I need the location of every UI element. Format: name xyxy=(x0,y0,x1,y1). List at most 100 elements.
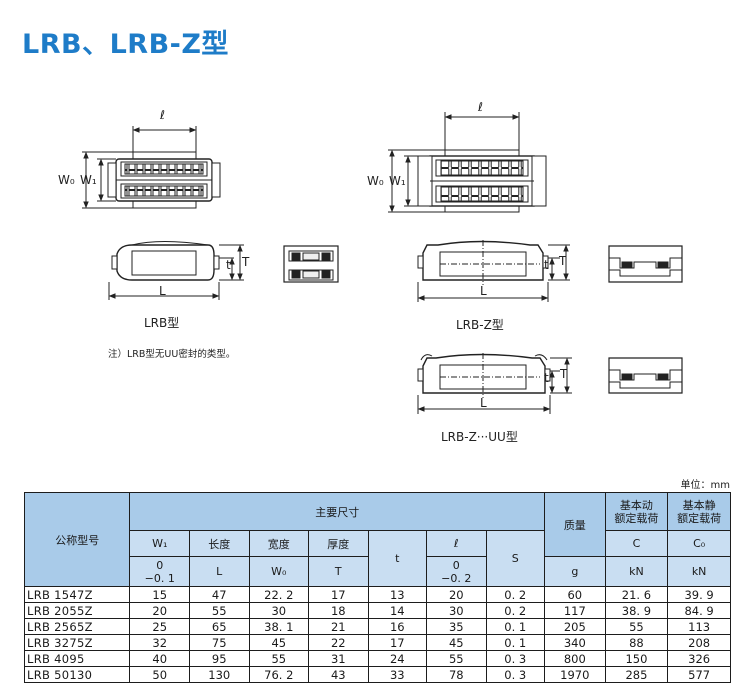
header-mass-unit: g xyxy=(544,556,606,587)
table-cell: 25 xyxy=(129,618,190,635)
header-length-sym: L xyxy=(188,556,250,587)
model-cell: LRB 3275Z xyxy=(23,634,131,651)
table-cell: 14 xyxy=(367,602,428,619)
table-cell: 17 xyxy=(367,634,428,651)
table-cell: 0. 3 xyxy=(485,666,546,683)
header-model: 公称型号 xyxy=(23,492,131,587)
table-cell: 13 xyxy=(367,586,428,603)
model-cell: LRB 4095 xyxy=(23,650,131,667)
table-cell: 40 xyxy=(129,650,190,667)
table-cell: 55 xyxy=(604,618,669,635)
lrb-end-view xyxy=(283,245,339,283)
dim-label-T-z: T xyxy=(559,254,567,268)
table-cell: 47 xyxy=(188,586,250,603)
dim-label-w1: W₁ xyxy=(80,173,97,187)
table-cell: 20 xyxy=(426,586,487,603)
table-cell: 17 xyxy=(308,586,369,603)
header-l: ℓ xyxy=(426,530,487,557)
header-l-tol: 0−0. 2 xyxy=(426,556,487,587)
header-dyn-rating: 基本动额定载荷 xyxy=(604,492,669,531)
lrbz-top-view xyxy=(388,112,547,213)
header-thickness-sym: T xyxy=(308,556,369,587)
lrbzuu-end-view xyxy=(608,357,683,394)
table-cell: 22 xyxy=(308,634,369,651)
table-cell: 38. 9 xyxy=(604,602,669,619)
table-cell: 75 xyxy=(188,634,250,651)
dim-label-t-zuu: t xyxy=(544,371,549,385)
table-cell: 205 xyxy=(544,618,606,635)
dim-label-L-zuu: L xyxy=(480,396,487,410)
header-c0: C₀ xyxy=(667,530,731,557)
table-cell: 84. 9 xyxy=(667,602,731,619)
table-cell: 326 xyxy=(667,650,731,667)
header-static-rating: 基本静额定载荷 xyxy=(667,492,731,531)
table-cell: 0. 3 xyxy=(485,650,546,667)
table-cell: 55 xyxy=(188,602,250,619)
dim-label-l: ℓ xyxy=(160,108,165,122)
table-cell: 39. 9 xyxy=(667,586,731,603)
table-cell: 285 xyxy=(604,666,669,683)
technical-drawings xyxy=(82,112,683,414)
table-cell: 76. 2 xyxy=(248,666,310,683)
table-cell: 95 xyxy=(188,650,250,667)
dim-label-w0: W₀ xyxy=(58,173,75,187)
table-cell: 130 xyxy=(188,666,250,683)
table-cell: 117 xyxy=(544,602,606,619)
header-main-dims: 主要尺寸 xyxy=(129,492,546,531)
table-cell: 65 xyxy=(188,618,250,635)
table-cell: 35 xyxy=(426,618,487,635)
header-c: C xyxy=(604,530,669,557)
dim-label-T: T xyxy=(242,255,250,269)
dim-label-t: t xyxy=(226,258,231,272)
table-cell: 78 xyxy=(426,666,487,683)
caption-lrb: LRB型 xyxy=(144,316,180,330)
table-cell: 45 xyxy=(426,634,487,651)
model-cell: LRB 1547Z xyxy=(23,586,131,603)
table-cell: 113 xyxy=(667,618,731,635)
dim-label-t-z: t xyxy=(544,258,549,272)
table-cell: 150 xyxy=(604,650,669,667)
lrb-top-view xyxy=(82,126,221,209)
header-t: t xyxy=(367,530,428,587)
table-cell: 32 xyxy=(129,634,190,651)
dim-label-T-zuu: T xyxy=(560,367,568,381)
table-cell: 60 xyxy=(544,586,606,603)
page-title: LRB、LRB-Z型 xyxy=(22,29,229,60)
table-cell: 15 xyxy=(129,586,190,603)
table-cell: 55 xyxy=(426,650,487,667)
table-cell: 55 xyxy=(248,650,310,667)
dim-label-w0-z: W₀ xyxy=(367,174,384,188)
table-cell: 45 xyxy=(248,634,310,651)
dim-label-w1-z: W₁ xyxy=(389,174,406,188)
table-cell: 0. 1 xyxy=(485,634,546,651)
header-width: 宽度 xyxy=(248,530,310,557)
table-cell: 16 xyxy=(367,618,428,635)
table-cell: 50 xyxy=(129,666,190,683)
table-cell: 22. 2 xyxy=(248,586,310,603)
table-cell: 88 xyxy=(604,634,669,651)
header-c0-unit: kN xyxy=(667,556,731,587)
unit-label: 单位：mm xyxy=(680,480,730,491)
caption-lrbzuu: LRB-Z···UU型 xyxy=(441,430,518,444)
table-cell: 30 xyxy=(248,602,310,619)
table-cell: 208 xyxy=(667,634,731,651)
lrbzuu-front-view xyxy=(417,353,572,414)
table-cell: 21 xyxy=(308,618,369,635)
table-cell: 30 xyxy=(426,602,487,619)
table-cell: 33 xyxy=(367,666,428,683)
table-cell: 24 xyxy=(367,650,428,667)
table-cell: 20 xyxy=(129,602,190,619)
header-w1: W₁ xyxy=(129,530,190,557)
dim-label-L-z: L xyxy=(480,284,487,298)
table-cell: 0. 2 xyxy=(485,586,546,603)
table-cell: 1970 xyxy=(544,666,606,683)
header-length: 长度 xyxy=(188,530,250,557)
dim-label-l-z: ℓ xyxy=(478,100,483,114)
header-c-unit: kN xyxy=(604,556,669,587)
